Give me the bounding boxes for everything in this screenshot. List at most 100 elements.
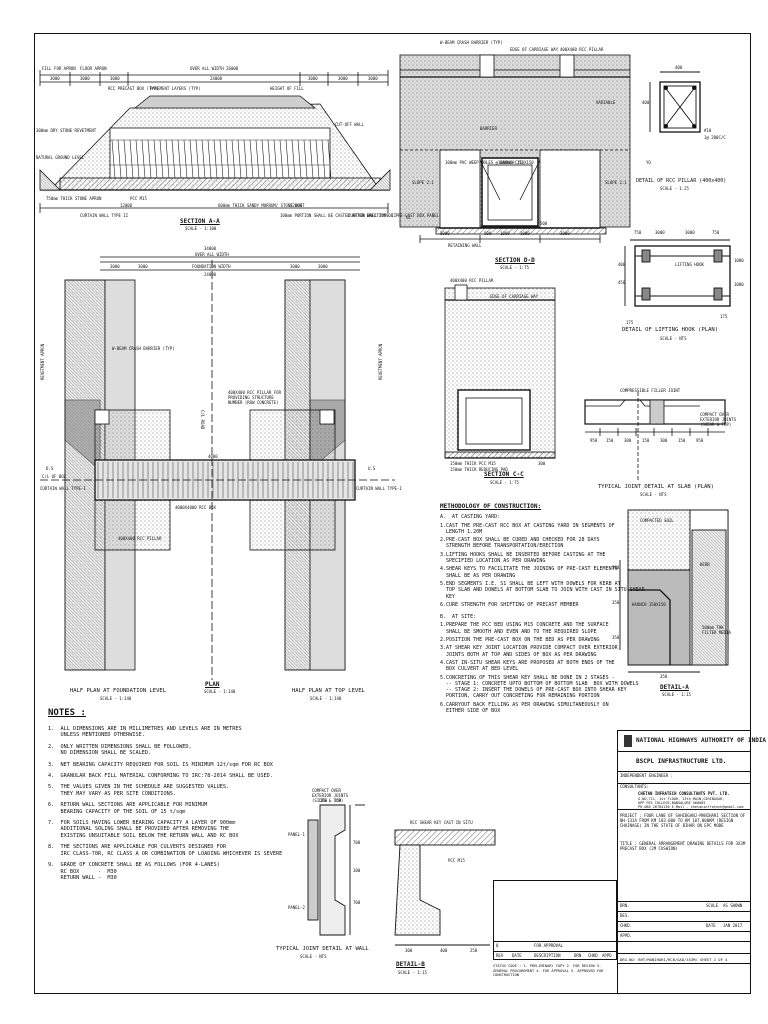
lifting-hook-title: DETAIL OF LIFTING HOOK (PLAN) [622,327,719,333]
lifting-hook-label: 1000 [734,258,744,263]
lifting-hook-label: 175 [626,320,634,325]
detail-a-dim: 350 [612,600,620,605]
joint-wall-dim: 700 [353,840,361,845]
revision-header: APPD [602,953,612,958]
plan-right-scale: SCALE - 1:140 [310,696,342,701]
section-dd-label: SLOPE 2:1 [412,180,434,185]
plan-drawing [40,256,395,680]
joint-slab-label: COMPRESSIBLE FILLER JOINT [620,388,681,393]
detail-a-label: 500mm THK FILTER MEDIA [702,625,731,635]
joint-wall-scale: SCALE - NTS [300,954,327,959]
section-dd-dim: 1000 [500,231,510,236]
lifting-hook-label: 175 [720,314,728,319]
joint-wall-dim: 150 [334,798,342,803]
methodology-section-a: A. AT CASTING YARD: [440,514,501,521]
note-item: 4. GRANULAR BACK FILL MATERIAL CONFORMIN… [48,773,273,780]
section-dd-label: 400X400 RCC PILLAR [560,47,604,52]
lifting-hook-label: 450 [618,280,626,285]
joint-wall-label: PANEL-1 [288,832,305,837]
section-dd-label: 100mm PVC WEEP HOLES @1000mm C/C [445,160,523,165]
joint-slab-dim: 150 [678,438,686,443]
note-item: 1. ALL DIMENSIONS ARE IN MILLIMETRES AND… [48,726,242,739]
plan-label: W-BEAM CRASH BARRIER (TYP) [112,346,175,351]
joint-slab-dim: 150 [606,438,614,443]
section-aa-dim: 12000 [120,203,133,208]
note-item: 6. RETURN WALL SECTIONS ARE APPLICABLE F… [48,802,208,815]
methodology-item: 6.CURE STRENGTH FOR SHIFTING OF PRECAST … [440,601,579,608]
detail-a-scale: SCALE - 1:15 [662,692,691,697]
section-aa-label: 100mm PORTION SHALL BE CASTED AFTER EREC… [280,213,439,218]
plan-label: U.S [368,466,376,471]
section-cc-dim: 300 [538,461,546,466]
sheet-border [34,33,751,994]
detail-a-dim: 300 [612,565,620,570]
section-aa-label: NATURAL GROUND LEVEL [36,155,85,160]
joint-wall-label: COMPACT OVER EXTERIOR JOINTS (SIDES & TO… [312,788,349,803]
status-code: STATUS CODE : 1. PRELIMINARY COPY 2. FOR… [493,964,604,977]
pillar-detail-title: DETAIL OF RCC PILLAR (400x400) [636,178,727,184]
plan-dim: 24000 [204,272,217,277]
plan-scale: SCALE - 1:140 [204,689,236,694]
detail-b-dim: 400 [440,948,448,953]
plan-label: OVER ALL WIDTH [195,252,229,257]
section-dd-drawing [399,54,631,243]
note-item: 3. NET BEARING CAPACITY REQUIRED FOR SOI… [48,761,273,768]
section-cc-title: SECTION C-C [484,471,524,478]
section-aa-dim: 3000 [368,76,378,81]
drawing-title: TITLE : GENERAL ARRANGEMENT DRAWING DETA… [620,841,746,851]
scale-label: SCALE [706,903,719,908]
methodology-item: 3.LIFTING HOOKS SHALL BE INSERTED BEFORE… [440,551,606,565]
joint-slab-title: TYPICAL JOINT DETAIL AT SLAB (PLAN) [598,484,714,490]
independent-engineer-label: INDEPENDENT ENGINEER : [620,773,673,778]
section-cc-drawing [444,284,556,459]
revision-header: DESCRIPTION [534,953,561,958]
joint-slab-dim: 300 [660,438,668,443]
detail-a-dim: 350 [660,674,668,679]
revision-cell: 0 [496,943,499,948]
lifting-hook-label: 3000 [685,230,695,235]
section-aa-dim: 3000 [308,76,318,81]
detail-a-label: COMPACTED SOIL [640,518,674,523]
detail-a-title: DETAIL-A [660,684,689,691]
lifting-hook-label: 750 [712,230,720,235]
note-item: 5. THE VALUES GIVEN IN THE SCHEDULE ARE … [48,784,230,797]
plan-label: CURTAIN WALL TYPE-I [356,486,402,491]
lifting-hook-label: 1000 [734,282,744,287]
date-label: DATE [706,923,716,928]
plan-dim: 4000 [208,454,218,459]
date-value: JAN 2017 [723,923,743,928]
joint-slab-dim: 150 [642,438,650,443]
methodology-item: 3.AT SHEAR KEY JOINT LOCATION PROVIDE CO… [440,645,618,658]
consultant-address: OPP PES COLLEGE,BANGALORE 560085 [638,801,706,805]
notes-title: NOTES : [48,708,86,718]
project-name: PROJECT : FOUR LANE OF SAHIBGANJ-MANIHAR… [620,813,746,828]
section-aa-label: FILL FOR APRON [42,66,76,71]
section-aa-label: CUT-OFF WALL [335,122,364,127]
drawing-number: DRG.NO: BHT/MANIHARI/RCB/GAD/3X3M/ SHEET… [620,957,728,962]
methodology-title: METHODOLOGY OF CONSTRUCTION: [440,503,542,510]
detail-b-scale: SCALE - 1:15 [398,970,427,975]
scale-value: AS SHOWN [723,903,743,908]
plan-label: D.S [46,466,54,471]
section-dd-label: RETAINING WALL [448,243,482,248]
section-dd-dim: 3000 [560,231,570,236]
title-block: NATIONAL HIGHWAYS AUTHORITY OF INDIA BSC… [617,730,766,994]
section-dd-title: SECTION D-D [495,257,535,264]
pillar-detail-drawing [649,71,701,133]
note-item: 8. THE SECTIONS ARE APPLICABLE FOR CULVE… [48,844,283,857]
section-aa-drawing [39,70,391,213]
joint-wall-title: TYPICAL JOINT DETAIL AT WALL [276,946,369,952]
section-dd-scale: SCALE - 1:75 [500,265,529,270]
detail-b-label: PCC M15 [448,858,465,863]
joint-wall-dim: 700 [353,900,361,905]
section-aa-label: 600mm THICK SANDY MURRUM/ STONE DUST [218,203,305,208]
nhai-logo-icon [624,735,632,747]
revision-header: REV [496,953,504,958]
client-name: NATIONAL HIGHWAYS AUTHORITY OF INDIA [636,737,767,744]
section-cc-label: 150mm THICK REDUCING PAD [450,467,508,472]
detail-b-dim: 250 [470,948,478,953]
note-item: 2. ONLY WRITTEN DIMENSIONS SHALL BE FOLL… [48,743,192,757]
detail-a-label: HAUNCH 150X150 [632,602,666,607]
plan-dim: 3000 [318,264,328,269]
